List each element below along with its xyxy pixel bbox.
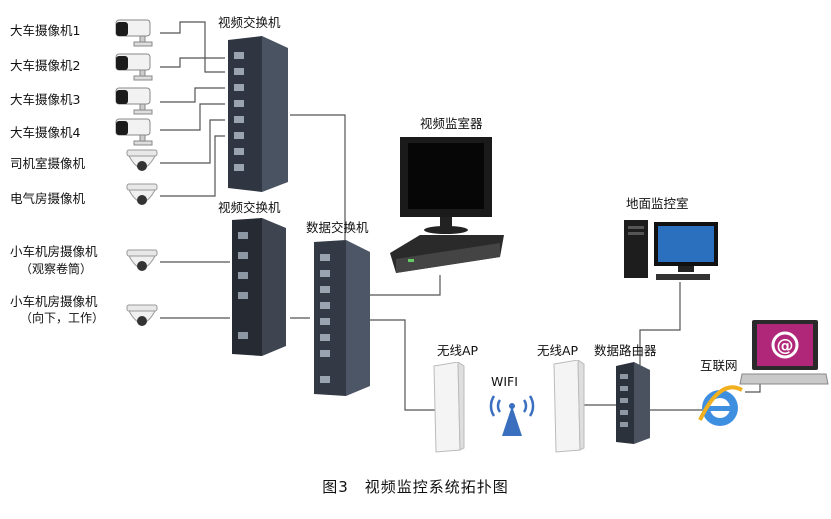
ground-room-label: 地面监控室: [626, 196, 689, 211]
video-switch-1-label: 视频交换机: [218, 15, 281, 30]
router-label: 数据路由器: [594, 343, 657, 358]
trolley-camera-sub: （向下，工作）: [20, 311, 105, 325]
video-switch-2: [232, 218, 286, 356]
camera-label: 大车摄像机4: [10, 125, 81, 140]
svg-text:@: @: [777, 336, 794, 356]
data-switch-label: 数据交换机: [306, 220, 369, 235]
monitor-label: 视频监室器: [420, 116, 483, 131]
wireless-ap-1: [433, 362, 465, 453]
dome-camera-icon: [126, 249, 158, 271]
internet-explorer-icon: [698, 385, 743, 426]
video-switch-1: [228, 36, 288, 192]
trolley-camera-sub: （观察卷筒）: [20, 262, 93, 276]
camera-label: 大车摄像机2: [10, 58, 81, 73]
trolley-camera-label: 小车机房摄像机: [10, 294, 98, 309]
wireless-ap-2-label: 无线AP: [537, 343, 579, 358]
figure-caption: 图3 视频监控系统拓扑图: [322, 478, 509, 496]
camera-label: 大车摄像机3: [10, 92, 81, 107]
camera-label: 大车摄像机1: [10, 23, 81, 38]
internet-label: 互联网: [700, 358, 738, 373]
bullet-camera-icon: [115, 53, 153, 81]
router-icon: [616, 362, 650, 444]
bullet-camera-icon: [115, 87, 153, 115]
dome-camera-icon: [126, 183, 158, 205]
wireless-ap-2: [553, 360, 585, 453]
camera-label: 电气房摄像机: [10, 191, 86, 206]
wifi-icon: [489, 395, 535, 436]
dome-camera-icon: [126, 149, 158, 171]
monitor-icon: [390, 137, 504, 273]
desktop-pc-icon: [624, 220, 718, 280]
bullet-camera-icon: [115, 19, 153, 47]
laptop-icon: @: [739, 320, 829, 385]
trolley-camera-label: 小车机房摄像机: [10, 244, 98, 259]
wireless-ap-1-label: 无线AP: [437, 343, 479, 358]
dome-camera-icon: [126, 304, 158, 326]
camera-label: 司机室摄像机: [10, 156, 86, 171]
data-switch: [314, 240, 370, 396]
video-switch-2-label: 视频交换机: [218, 200, 281, 215]
wifi-label: WIFI: [491, 374, 518, 389]
bullet-camera-icon: [115, 118, 153, 146]
